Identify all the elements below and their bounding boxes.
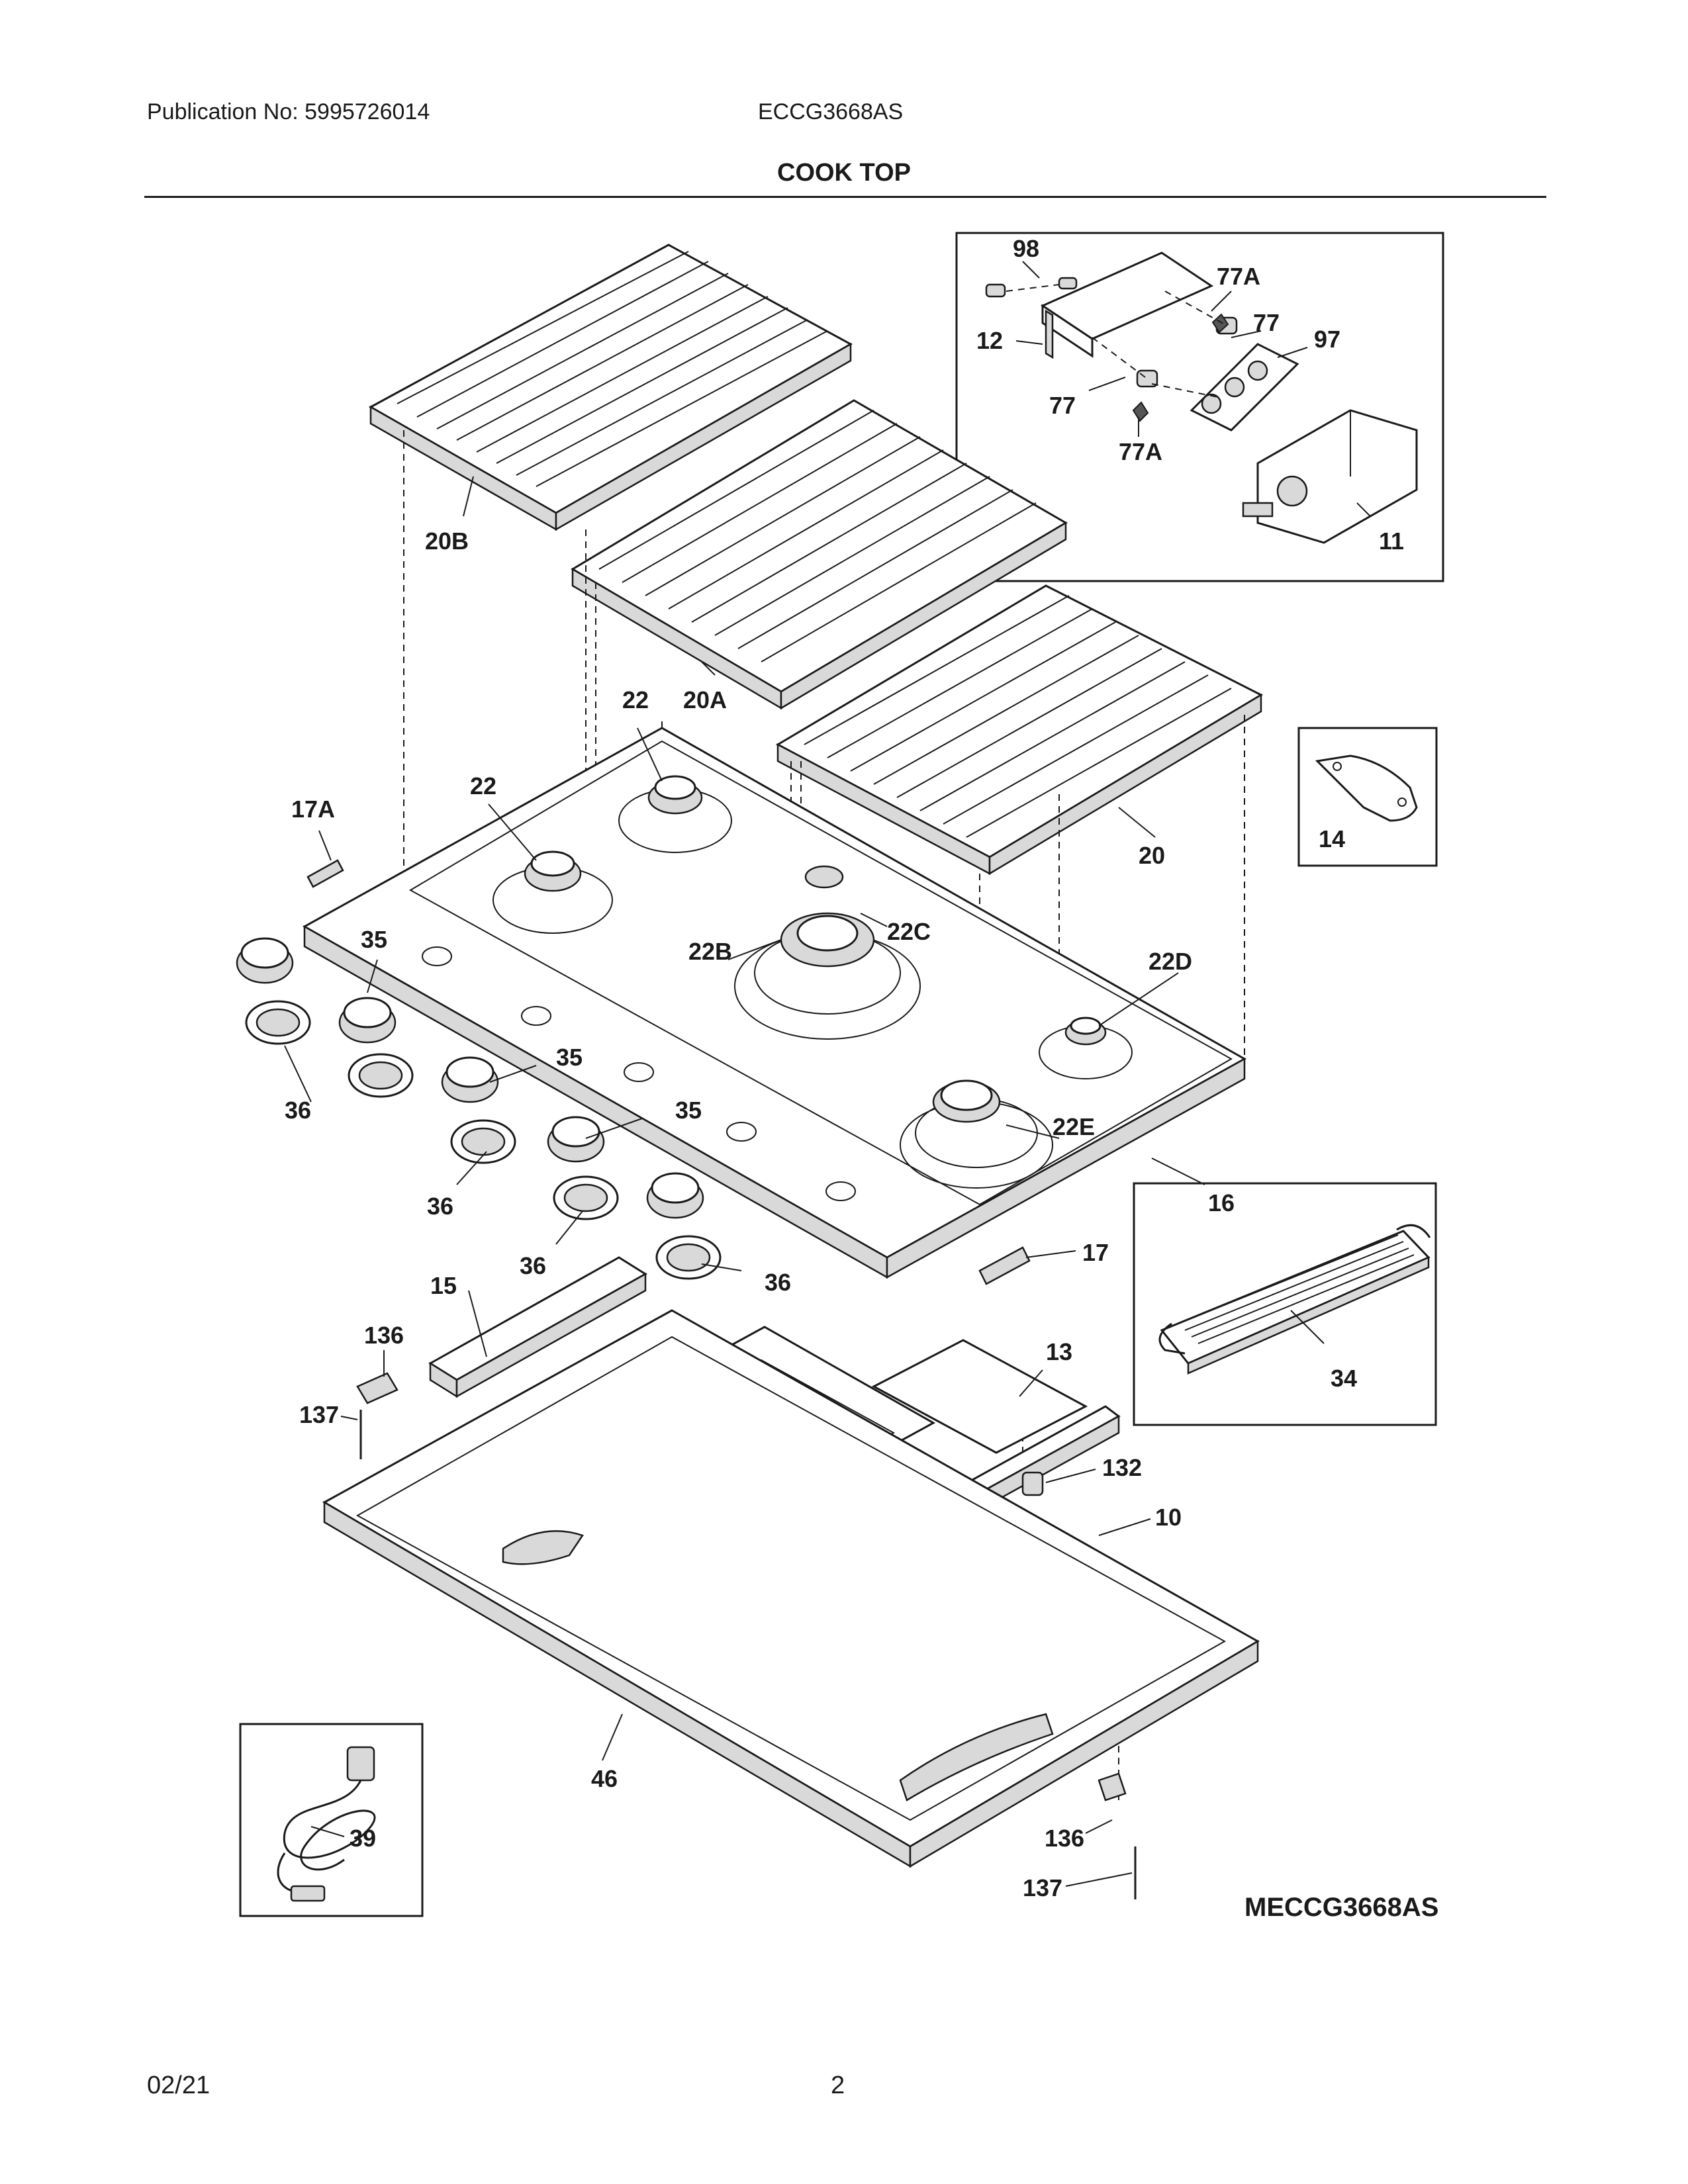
callout-12: 12 xyxy=(976,327,1003,354)
callout-20A: 20A xyxy=(683,686,727,713)
callout-15: 15 xyxy=(430,1272,457,1299)
callout-22B: 22B xyxy=(688,938,732,965)
burner-22D xyxy=(1039,1017,1133,1079)
bezel-4 xyxy=(553,1175,619,1220)
section-title: COOK TOP xyxy=(777,159,911,187)
knob-2 xyxy=(338,997,397,1044)
header-divider xyxy=(144,196,1546,198)
part-132 xyxy=(1021,1471,1044,1496)
callout-20B: 20B xyxy=(425,527,469,555)
knob-holes xyxy=(422,946,856,1201)
callout-10: 10 xyxy=(1155,1504,1182,1531)
burner-22E xyxy=(900,1079,1053,1189)
bezel-3 xyxy=(450,1119,516,1164)
grate-20B xyxy=(368,244,853,531)
leader-lines xyxy=(284,261,1371,1887)
callout-16: 16 xyxy=(1208,1189,1235,1216)
clip-136 xyxy=(356,1372,399,1404)
callout-77-bottom: 77 xyxy=(1049,392,1076,419)
callout-13: 13 xyxy=(1046,1338,1072,1365)
inset-igniter-assembly xyxy=(955,232,1444,582)
callout-137-left: 137 xyxy=(299,1401,339,1428)
grate-20 xyxy=(775,584,1264,876)
knob-3 xyxy=(441,1056,499,1103)
callout-17A: 17A xyxy=(291,796,335,823)
callout-35-c: 35 xyxy=(675,1097,702,1124)
callout-36-a: 36 xyxy=(285,1097,311,1124)
callout-22C: 22C xyxy=(887,918,931,945)
callout-36-c: 36 xyxy=(520,1252,546,1279)
burner-22B-center xyxy=(734,865,921,1040)
callout-46: 46 xyxy=(591,1765,618,1792)
inset-scraper xyxy=(1297,727,1438,867)
bezel-5 xyxy=(655,1235,722,1280)
callout-39: 39 xyxy=(350,1825,376,1852)
callout-35-a: 35 xyxy=(361,926,387,953)
callout-132: 132 xyxy=(1102,1454,1142,1481)
callout-22-left: 22 xyxy=(470,772,496,799)
callout-20: 20 xyxy=(1139,842,1165,869)
knob-1 xyxy=(236,937,294,984)
footer-date: 02/21 xyxy=(147,2071,211,2099)
grate-20A xyxy=(571,399,1068,710)
inset-power-cord xyxy=(239,1723,424,1917)
burner-box-46 xyxy=(322,1309,1260,1868)
burner-22-rear xyxy=(618,775,732,853)
callout-34: 34 xyxy=(1331,1365,1357,1392)
model-number: ECCG3668AS xyxy=(758,99,904,124)
bracket-17 xyxy=(978,1246,1031,1285)
callout-22-rear: 22 xyxy=(622,686,649,713)
callout-36-b: 36 xyxy=(427,1193,453,1220)
callout-98: 98 xyxy=(1013,235,1039,262)
callout-77A-bottom: 77A xyxy=(1119,438,1162,465)
callout-36-d: 36 xyxy=(765,1269,791,1296)
publication-number: Publication No: 5995726014 xyxy=(147,99,430,124)
knob-5 xyxy=(646,1172,704,1219)
bezel-2 xyxy=(348,1053,414,1098)
callout-137-right: 137 xyxy=(1023,1874,1062,1901)
callout-17: 17 xyxy=(1082,1239,1109,1266)
knob-4 xyxy=(547,1116,605,1163)
callout-labels: 98 77A 77 97 12 77 77A 11 20B 20A 22 22 … xyxy=(285,235,1438,1922)
callout-136-left: 136 xyxy=(364,1322,404,1349)
callout-11: 11 xyxy=(1379,527,1404,555)
shield-13 xyxy=(871,1339,1088,1454)
callout-77A-top: 77A xyxy=(1217,263,1260,290)
knobs-and-bezels xyxy=(236,937,722,1280)
bezel-1 xyxy=(245,1000,311,1045)
inset-griddle xyxy=(1133,1182,1437,1426)
diagram-model-code: MECCG3668AS xyxy=(1244,1893,1438,1922)
burner-22-left xyxy=(492,850,613,934)
callout-22D: 22D xyxy=(1149,948,1192,975)
callout-97: 97 xyxy=(1314,326,1340,353)
cooktop-surface-16 xyxy=(302,727,1247,1279)
callout-14: 14 xyxy=(1319,825,1345,852)
footer-page-number: 2 xyxy=(831,2071,845,2099)
callout-22E: 22E xyxy=(1053,1113,1095,1140)
callout-77-top: 77 xyxy=(1253,309,1280,336)
callout-35-b: 35 xyxy=(556,1044,583,1071)
bracket-17A xyxy=(306,859,344,888)
callout-136-right: 136 xyxy=(1045,1825,1084,1852)
